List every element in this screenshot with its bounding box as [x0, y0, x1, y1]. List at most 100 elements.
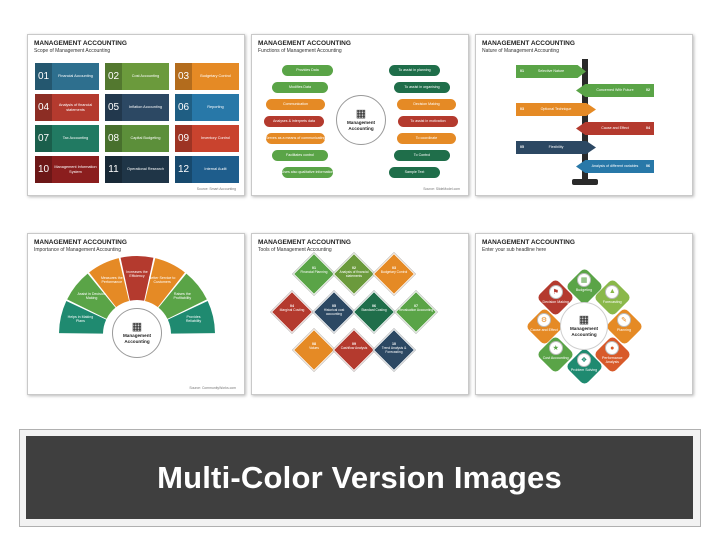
slide-subtitle: Importance of Management Accounting: [34, 247, 121, 253]
thumbnail-importance[interactable]: MANAGEMENT ACCOUNTING Importance of Mana…: [27, 233, 245, 395]
scope-cell-label: Tax Accounting: [52, 125, 99, 152]
arc-segment: [144, 258, 185, 308]
slide-title: MANAGEMENT ACCOUNTING: [258, 239, 351, 246]
tool-diamond-text: Values: [309, 346, 319, 351]
scope-cell-number: 10: [35, 156, 52, 183]
arc-segment: [167, 301, 215, 334]
slide-subtitle: Scope of Management Accounting: [34, 48, 111, 54]
scope-cell-label: Internal Audit: [192, 156, 239, 183]
arc-segment: [59, 301, 107, 334]
tool-diamond-text: Standard Costing: [361, 308, 387, 313]
source-note: Source: CommunityWorks.com: [189, 386, 236, 390]
slide-subtitle: Tools of Management Accounting: [258, 247, 332, 253]
scope-cell-number: 03: [175, 63, 192, 90]
center-disc: ▦ Management Accounting: [112, 308, 162, 358]
tool-diamond-text: Trend Analysis & Forecasting: [381, 346, 407, 354]
nature-sign-label: Analysis of different variables: [591, 163, 639, 168]
tool-diamond-number: 09: [352, 342, 356, 346]
function-pill-left: Analyses & interprets data: [264, 116, 324, 127]
wheel-item-icon: ❖: [577, 353, 591, 367]
arc-segment-label: Better Service to Customers: [148, 275, 176, 284]
nature-sign-number: 05: [520, 144, 524, 149]
function-pill-right: To assist in planning: [389, 65, 440, 76]
center-label: Management Accounting: [122, 333, 152, 344]
tool-diamond-number: 02: [352, 266, 356, 270]
thumbnail-tools[interactable]: MANAGEMENT ACCOUNTING Tools of Managemen…: [251, 233, 469, 395]
arc-segment: [158, 273, 207, 319]
tool-diamond-number: 07: [414, 304, 418, 308]
scope-cell-label: Reporting: [192, 94, 239, 121]
scope-cell-label: Budgetary Control: [192, 63, 239, 90]
tool-diamond-text: Marginal Costing: [279, 308, 305, 313]
function-pill-left: Modifies Data: [272, 82, 328, 93]
nature-sign-label: Optional Technique: [540, 106, 572, 111]
wheel-item-icon: ★: [548, 341, 563, 356]
thumbnail-nature[interactable]: MANAGEMENT ACCOUNTING Nature of Manageme…: [475, 34, 693, 196]
nature-sign-number: 06: [646, 163, 650, 168]
function-pill-right: To coordinate: [397, 133, 456, 144]
scope-cell-label: Operational Research: [122, 156, 169, 183]
signpost-base: [572, 179, 598, 185]
scope-cell-number: 11: [105, 156, 122, 183]
thumbnail-scope[interactable]: MANAGEMENT ACCOUNTING Scope of Managemen…: [27, 34, 245, 196]
scope-cell-label: Inventory Control: [192, 125, 239, 152]
nature-sign-label: Cause and Effect: [601, 125, 629, 130]
wheel-item-icon: ▲: [605, 284, 620, 299]
scope-cell-label: Cost Accounting: [122, 63, 169, 90]
slide-title: MANAGEMENT ACCOUNTING: [34, 239, 127, 246]
tool-diamond-text: Analysis of financial statements: [339, 270, 369, 278]
calculator-icon: ▦: [355, 108, 367, 121]
wheel-item-label: Decision Making: [542, 299, 569, 304]
arc-segment-label: Provides Reliability: [185, 315, 202, 324]
arc-segment-label: Helps in Making Plans: [67, 315, 94, 324]
wheel-item-label: Cost Accounting: [542, 356, 569, 361]
tool-diamond-text: Revaluation Accounting: [398, 308, 434, 313]
function-pill-left: Provides Data: [282, 65, 333, 76]
wheel-item-icon: ▦: [577, 273, 591, 287]
scope-cell-number: 08: [105, 125, 122, 152]
tool-diamond-number: 08: [312, 342, 316, 346]
tool-diamond-text: Cashflow Analysis: [340, 346, 368, 351]
scope-cell-label: Capital Budgeting: [122, 125, 169, 152]
scope-cell-label: Financial Accounting: [52, 63, 99, 90]
tool-diamond-text: Budgetary Control: [380, 270, 408, 275]
nature-sign-number: 02: [646, 87, 650, 92]
nature-sign-number: 01: [520, 68, 524, 73]
nature-sign-label: Selective Nature: [537, 68, 565, 73]
arc-segment-label: Raises the Profitability: [173, 291, 192, 300]
calculator-icon: ▦: [131, 321, 143, 334]
tool-diamond-number: 01: [312, 266, 316, 270]
banner-frame: Multi-Color Version Images: [19, 429, 701, 527]
wheel-item-label: Performance Analysis: [601, 356, 623, 365]
tool-diamond-number: 10: [392, 342, 396, 346]
wheel-item-label: Forecasting: [602, 299, 622, 304]
function-pill-left: Uses also qualitative information: [282, 167, 333, 178]
function-pill-left: Communication: [266, 99, 325, 110]
arc-segment: [120, 256, 154, 301]
slide-subtitle: Nature of Management Accounting: [482, 48, 559, 54]
scope-cell-label: Management Information System: [52, 156, 99, 183]
center-label: Management Accounting: [569, 326, 599, 337]
importance-arc: [59, 256, 215, 334]
scope-cell-number: 06: [175, 94, 192, 121]
thumbnail-wheel[interactable]: MANAGEMENT ACCOUNTING Enter your sub hea…: [475, 233, 693, 395]
scope-cell-number: 05: [105, 94, 122, 121]
thumbnail-functions[interactable]: MANAGEMENT ACCOUNTING Functions of Manag…: [251, 34, 469, 196]
nature-sign-number: 03: [520, 106, 524, 111]
wheel-item-icon: ⚑: [548, 284, 563, 299]
